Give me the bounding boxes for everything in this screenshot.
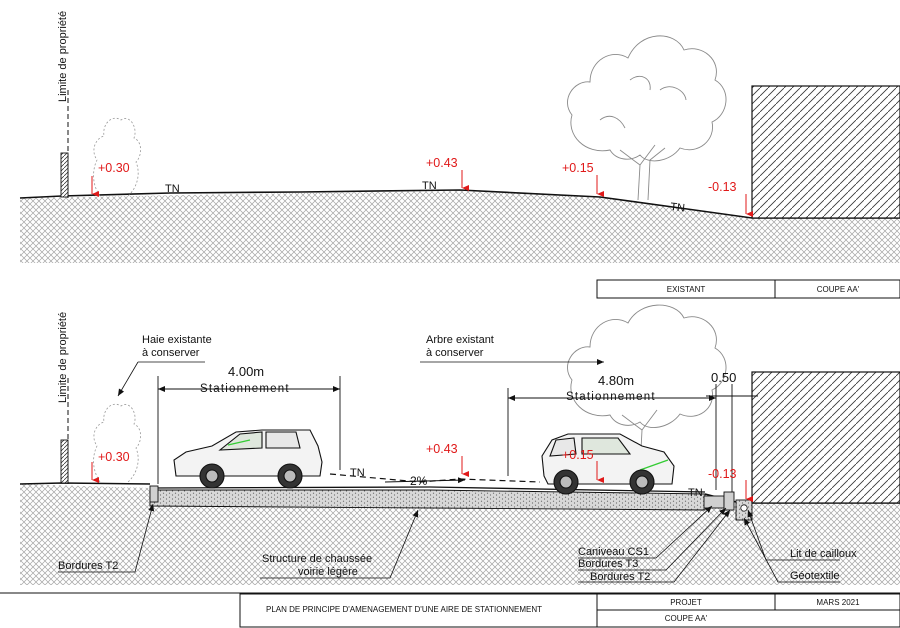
bottom-tn-2: TN (688, 487, 703, 499)
dim-gap: 0.50 (711, 370, 736, 385)
annotation-leaders (58, 503, 840, 583)
top-fence-post (60, 152, 69, 198)
label-bordures-t3: Bordures T3 (578, 558, 638, 570)
bordure-right (723, 491, 735, 511)
bottom-tn-1: TN (350, 467, 365, 479)
cartouche-projet: PROJET (670, 598, 702, 607)
dimension-lines (157, 376, 758, 492)
label-lit: Lit de cailloux (790, 548, 857, 560)
top-title-block (596, 279, 900, 299)
bottom-fence-post (60, 439, 69, 484)
label-geotextile: Géotextile (790, 570, 840, 582)
tree-callout-2: à conserver (426, 347, 484, 359)
top-state-label: EXISTANT (667, 285, 706, 294)
top-building (751, 85, 900, 219)
bottom-level-4: -0.13 (708, 467, 737, 481)
bottom-hedge (93, 403, 142, 483)
top-level-1: +0.30 (98, 161, 130, 175)
bottom-level-3: +0.15 (562, 448, 594, 462)
label-caniveau: Caniveau CS1 (578, 546, 649, 558)
top-level-markers (91, 170, 753, 217)
label-structure-1: Structure de chaussée (262, 553, 372, 565)
top-property-limit: Limite de propriété (57, 11, 69, 102)
hedge-callout-2: à conserver (142, 347, 200, 359)
tree-callout-1: Arbre existant (426, 334, 494, 346)
cartouche-date: MARS 2021 (816, 598, 860, 607)
dim-left-use: Stationnement (200, 383, 290, 395)
bottom-section: Limite de propriété (19, 304, 900, 585)
top-level-2: +0.43 (426, 156, 458, 170)
top-tree (567, 35, 727, 201)
top-ground (20, 191, 900, 263)
bordure-left (149, 485, 159, 503)
bottom-level-2: +0.43 (426, 442, 458, 456)
label-bordures-t2: Bordures T2 (590, 571, 650, 583)
bottom-property-limit: Limite de propriété (57, 312, 69, 403)
cartouche-section: COUPE AA' (665, 614, 708, 623)
top-hedge (93, 117, 142, 197)
cartouche-title: PLAN DE PRINCIPE D'AMENAGEMENT D'UNE AIR… (266, 605, 542, 614)
slope-label: 2% (410, 474, 428, 488)
dim-right-use: Stationnement (566, 391, 656, 403)
bottom-level-1: +0.30 (98, 450, 130, 464)
label-bordures-left: Bordures T2 (58, 560, 118, 572)
bottom-building (751, 371, 900, 504)
top-tn-1: TN (165, 183, 180, 195)
top-tn-2: TN (422, 180, 437, 192)
label-structure-2: voirie légère (298, 566, 358, 578)
pavement-structure (149, 489, 706, 511)
top-section: Limite de propriété +0.30 +0.43 +0.15 -0… (19, 11, 900, 299)
top-level-4: -0.13 (708, 180, 737, 194)
car-right (541, 433, 675, 495)
dim-right-width: 4.80m (598, 373, 634, 388)
top-level-3: +0.15 (562, 161, 594, 175)
top-tn-3: TN (670, 201, 686, 214)
dim-left-width: 4.00m (228, 364, 264, 379)
caniveau (703, 495, 725, 509)
bottom-level-markers (91, 456, 753, 502)
hedge-callout-1: Haie existante (142, 334, 212, 346)
top-section-label: COUPE AA' (817, 285, 860, 294)
cartouche (0, 592, 900, 628)
car-left (173, 429, 323, 489)
